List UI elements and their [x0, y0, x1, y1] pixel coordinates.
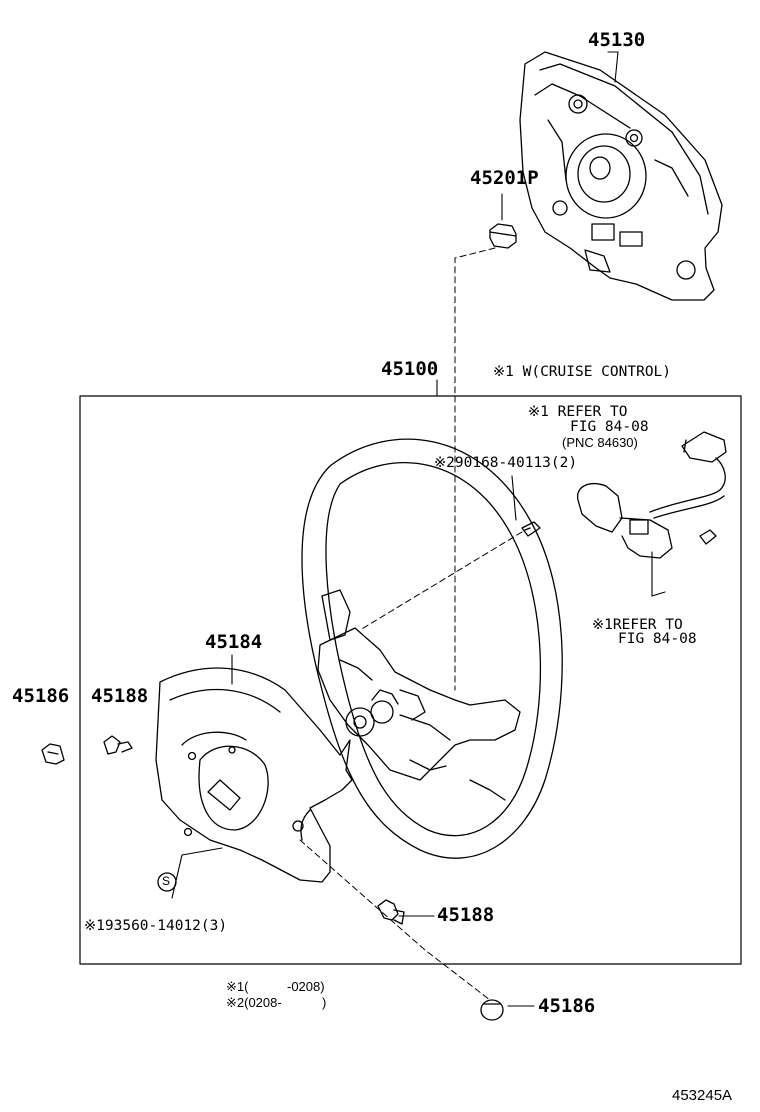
figure-id: 453245A — [672, 1087, 733, 1104]
part-number-45100: 45100 — [381, 358, 439, 380]
part-number-45130: 45130 — [588, 29, 646, 51]
part-number-45201p: 45201P — [470, 167, 539, 189]
dashed-lines — [299, 247, 523, 1001]
part-number-45188-left: 45188 — [91, 685, 149, 707]
steering-wheel-hub — [317, 589, 521, 801]
legend-1-range: -0208) — [287, 979, 325, 994]
legend-1-mark: ※1( — [226, 979, 249, 994]
cap-bottom — [480, 999, 504, 1021]
airbag-module — [519, 51, 723, 301]
screw-upper — [521, 521, 541, 537]
cruise-control-switch — [577, 431, 727, 559]
nut-45201p — [489, 223, 517, 249]
part-number-45188-bottom: 45188 — [437, 904, 495, 926]
screw-right — [699, 529, 717, 545]
note-cruise-control: ※1 W(CRUISE CONTROL) — [493, 364, 672, 380]
clip-left — [41, 743, 65, 765]
legend-2-close: ) — [322, 995, 327, 1010]
note-screw-upper: ※290168-40113(2) — [434, 455, 578, 471]
note-refer2-line1: ※1REFER TO — [592, 617, 683, 633]
assembly-frame — [79, 395, 742, 965]
note-refer-line2: FIG 84-08 — [570, 419, 649, 435]
note-screw-lower: ※193560-14012(3) — [84, 918, 228, 934]
part-number-45186-bottom: 45186 — [538, 995, 596, 1017]
steering-pad-cover — [155, 667, 353, 883]
note-refer2-line2: FIG 84-08 — [618, 631, 697, 647]
part-number-45184: 45184 — [205, 631, 263, 653]
note-refer-line3: (PNC 84630) — [562, 435, 638, 450]
s-mark-label: S — [162, 874, 171, 888]
part-number-45186-left: 45186 — [12, 685, 70, 707]
leader-lines — [171, 51, 666, 1007]
steering-wheel-rim — [301, 438, 563, 859]
s-mark-circle — [157, 872, 177, 892]
screw-left — [103, 735, 133, 755]
note-refer-line1: ※1 REFER TO — [528, 404, 628, 420]
legend-2-mark: ※2(0208- — [226, 995, 282, 1010]
bolt-bottom — [377, 899, 405, 925]
